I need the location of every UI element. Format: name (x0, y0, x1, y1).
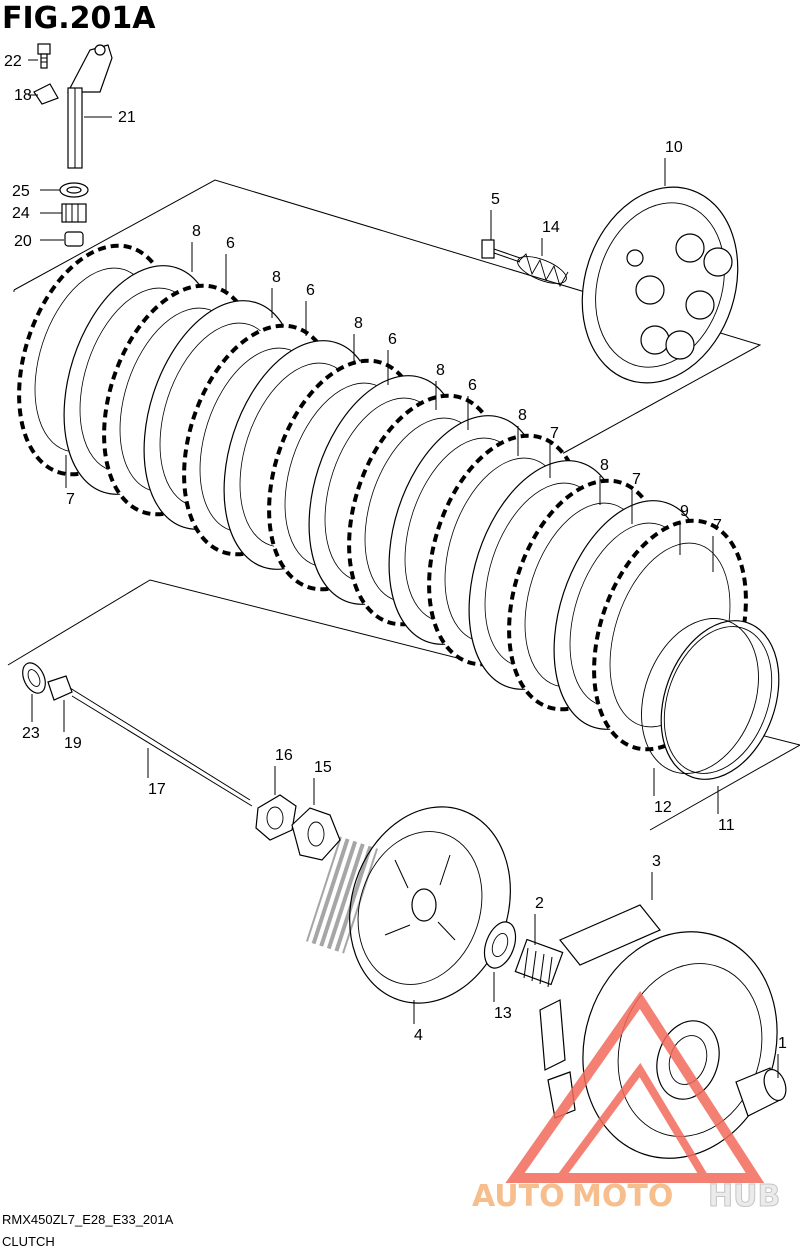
bearing-23 (22, 662, 46, 694)
primary-driven-gear-3 (539, 904, 778, 1159)
callout-c8d: 8 (436, 362, 445, 379)
callout-c18: 18 (14, 87, 32, 104)
ring-12 (641, 618, 759, 774)
callout-c10: 10 (665, 139, 683, 156)
callout-c7a: 7 (66, 491, 75, 508)
nut-washer (255, 794, 341, 861)
upper-group-frame (13, 179, 762, 456)
model-code: RMX450ZL7_E28_E33_201A (2, 1212, 174, 1227)
callout-c22: 22 (4, 53, 22, 70)
clip-18 (33, 83, 59, 105)
callout-c19: 19 (64, 735, 82, 752)
callout-c11: 11 (718, 817, 735, 834)
ring-set (641, 618, 780, 780)
needle-bearing-2 (514, 938, 564, 986)
nut-16 (255, 794, 297, 841)
lock-washer-15 (291, 807, 341, 861)
clutch-sleeve-hub-4 (305, 806, 511, 1004)
callout-c2: 2 (535, 895, 544, 912)
callout-c7d: 7 (713, 517, 722, 534)
clutch-plate-stack (17, 243, 748, 752)
callout-c8a: 8 (192, 223, 201, 240)
automotohub-watermark: AUTO MOTO HUB (472, 991, 781, 1215)
callout-c21: 21 (118, 109, 136, 126)
thrust-washer-13 (483, 921, 517, 969)
spring-14 (517, 253, 569, 288)
callout-c7c: 7 (632, 471, 641, 488)
spacer-1 (735, 1067, 787, 1117)
callout-c23: 23 (22, 725, 40, 742)
callout-c25: 25 (12, 183, 30, 200)
push-rod-assembly (22, 662, 253, 807)
push-rod-17 (69, 687, 251, 801)
callout-c1: 1 (778, 1035, 787, 1052)
callout-c16: 16 (275, 747, 293, 764)
callout-c8f: 8 (600, 457, 609, 474)
push-piece-19 (47, 675, 73, 701)
bolt-5 (481, 239, 495, 259)
callout-c8b: 8 (272, 269, 281, 286)
release-arm (67, 44, 113, 93)
callout-c4: 4 (414, 1027, 423, 1044)
bushing-20 (64, 231, 84, 247)
watermark-text-hub: HUB (708, 1179, 780, 1214)
watermark-text-auto: AUTO (472, 1179, 565, 1214)
callout-c6a: 6 (226, 235, 235, 252)
callout-c15: 15 (314, 759, 332, 776)
callout-c6c: 6 (388, 331, 397, 348)
callout-c12: 12 (654, 799, 672, 816)
callout-c8e: 8 (518, 407, 527, 424)
callout-c17: 17 (148, 781, 166, 798)
callout-c7b: 7 (550, 425, 559, 442)
callout-c14: 14 (542, 219, 560, 236)
callout-c3: 3 (652, 853, 661, 870)
callout-c5: 5 (491, 191, 500, 208)
callout-c24: 24 (12, 205, 30, 222)
watermark-logo (505, 991, 765, 1183)
callout-leaders (28, 59, 779, 1078)
callout-c6b: 6 (306, 282, 315, 299)
washer-bearing (483, 921, 564, 988)
callout-c9: 9 (680, 503, 689, 520)
watermark-text-moto: MOTO (572, 1179, 673, 1214)
callout-labels: 1234566667777888888910111213141516171819… (4, 53, 787, 1052)
callout-c13: 13 (494, 1005, 512, 1022)
wire-ring-11 (660, 620, 780, 780)
section-name: CLUTCH (2, 1234, 55, 1249)
figure-title: FIG.201A (2, 1, 156, 36)
callout-c20: 20 (14, 233, 32, 250)
pressure-plate-assembly (481, 186, 739, 384)
callout-c6d: 6 (468, 377, 477, 394)
callout-c8c: 8 (354, 315, 363, 332)
release-shaft-assembly (33, 43, 113, 247)
bolt-22 (37, 43, 51, 55)
